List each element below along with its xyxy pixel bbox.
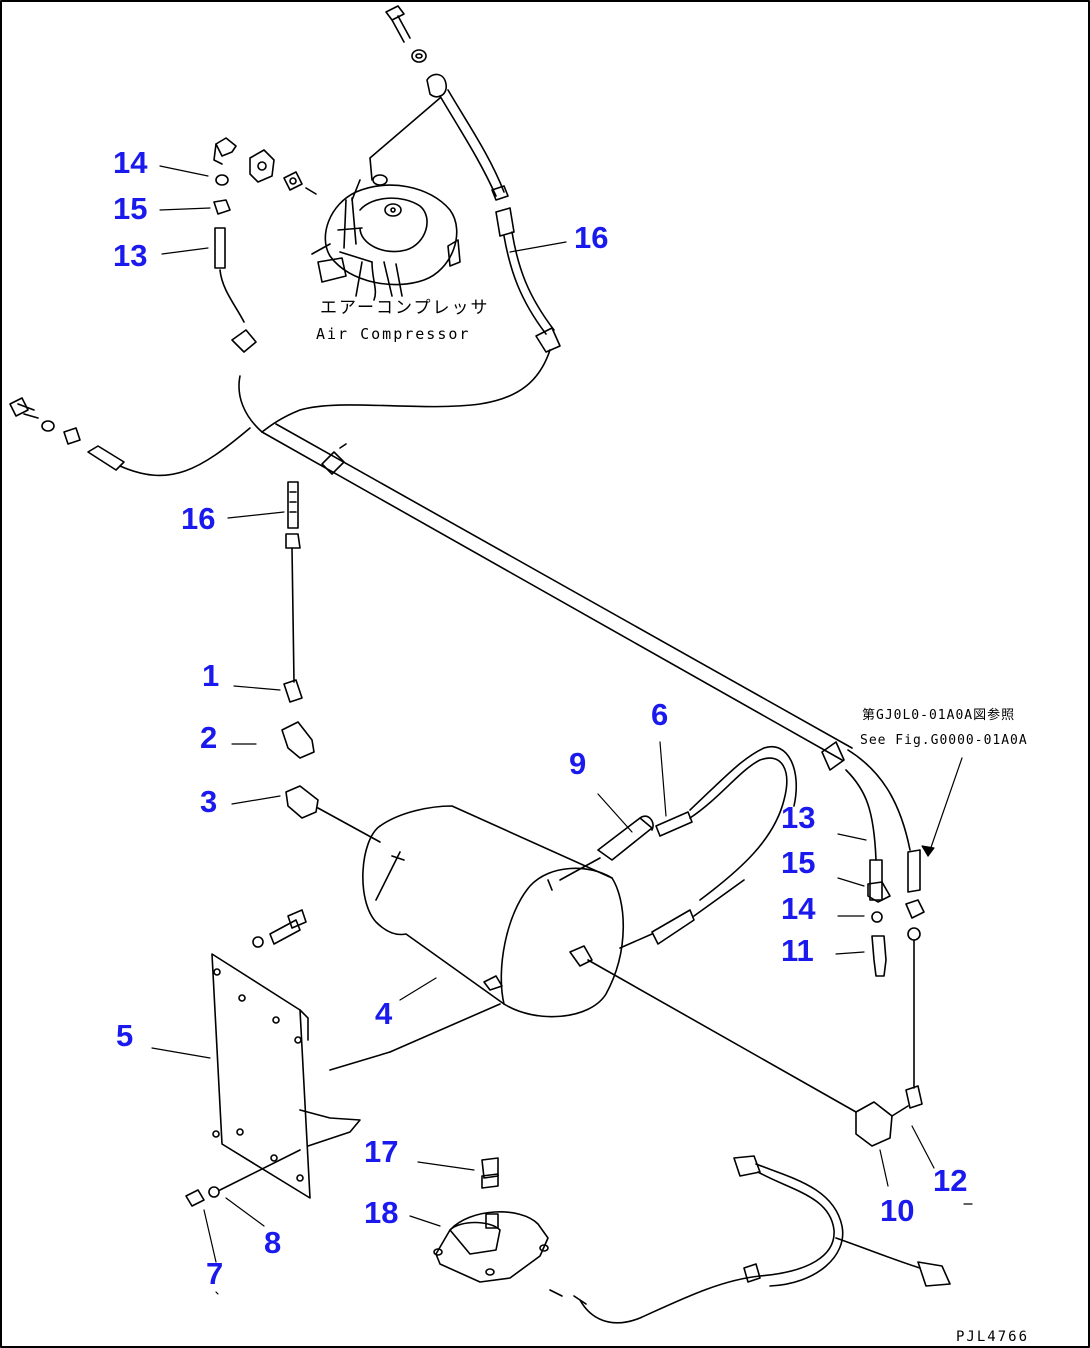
callout-3: 3 [200, 784, 218, 819]
callout-8: 8 [264, 1225, 282, 1260]
callout-10: 10 [880, 1193, 915, 1228]
air-compressor-sketch [311, 174, 461, 301]
vertical-hose [281, 481, 381, 843]
callout-7: 7 [206, 1256, 224, 1291]
wiring-harness [579, 1155, 951, 1324]
tank-hoses [559, 745, 798, 949]
callout-12: 12 [933, 1163, 968, 1198]
callout-1: 1 [202, 658, 220, 693]
callout-2: 2 [200, 720, 218, 755]
bracket [185, 909, 391, 1207]
pressure-switch [433, 1157, 587, 1305]
callout-13-top: 13 [113, 238, 148, 273]
air-compressor-label-en: Air Compressor [316, 325, 471, 343]
callout-4: 4 [375, 996, 393, 1031]
callout-15-right: 15 [781, 845, 816, 880]
callout-14-right: 14 [781, 891, 816, 926]
air-tank [362, 805, 857, 1113]
callout-11: 11 [781, 933, 814, 968]
callout-15-top: 15 [113, 191, 148, 226]
drawing-code: PJL4766 [956, 1329, 1030, 1345]
callout-16-left: 16 [181, 501, 216, 536]
callout-18: 18 [364, 1195, 399, 1230]
top-hose-assembly [369, 5, 561, 353]
callout-17: 17 [364, 1134, 399, 1169]
right-fittings [855, 849, 925, 1147]
leader-lines [151, 165, 973, 1295]
callout-13-right: 13 [781, 800, 816, 835]
air-compressor-label-jp: エアーコンプレッサ [320, 298, 490, 318]
callout-9: 9 [569, 746, 587, 781]
callout-16-top: 16 [574, 220, 609, 255]
reference-note-en: See Fig.G0000-01A0A [860, 733, 1028, 748]
callout-6: 6 [651, 697, 669, 732]
reference-note-jp: 第GJ0L0-01A0A図参照 [862, 708, 1016, 723]
left-fittings [213, 137, 317, 353]
main-hose-line [9, 349, 911, 861]
callout-5: 5 [116, 1018, 134, 1053]
callout-14-top: 14 [113, 145, 148, 180]
